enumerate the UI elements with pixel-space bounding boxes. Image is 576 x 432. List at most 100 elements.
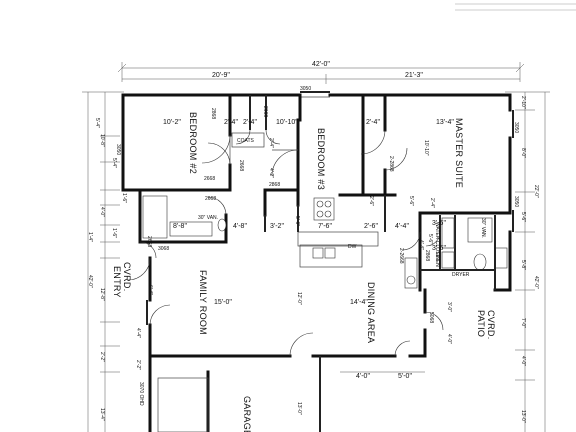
dim-l2: 10'-8" xyxy=(99,134,105,147)
room-master-suite: MASTER SUITE xyxy=(454,118,464,188)
label-vanity: 30" VAN. xyxy=(198,215,218,221)
tag-d2-c: 2668 xyxy=(262,106,268,117)
dim-bot-a: 4'-0" xyxy=(356,373,370,380)
dim-d-b: 4'-0" xyxy=(446,334,452,344)
tag-d3: 2-2868 xyxy=(388,156,394,172)
tag-win-top-mid: 3050 xyxy=(300,86,311,92)
label-dryer: DRYER xyxy=(452,272,470,278)
tag-garage-door: 3070 OHD xyxy=(138,382,144,406)
label-water-closet: WATER CLOSET xyxy=(434,222,440,261)
dim-fam-d: 12'-0" xyxy=(296,292,302,305)
dim-o-c: 2'-6" xyxy=(368,196,374,206)
dim-c-b: 4'-2" xyxy=(268,168,274,178)
tag-door-a: 2868 xyxy=(210,108,216,119)
dim-l13: 13'-4" xyxy=(99,408,105,421)
right-dimensions: 2'-10" 8'-0" 22'-0" 5'-6" 5'-8" 42'-0" 7… xyxy=(505,91,550,432)
dim-l7: 1'-6" xyxy=(111,228,117,238)
dim-l4: 1'-6" xyxy=(121,193,127,203)
tag-d2-b: 2668 xyxy=(205,196,216,202)
tag-door-c: 2868 xyxy=(424,250,430,261)
label-coats: COATS xyxy=(237,138,255,144)
dim-l9: 12'-8" xyxy=(99,288,105,301)
dim-c-a: 2'-4" xyxy=(268,138,274,148)
interior-walls xyxy=(121,93,512,292)
dim-overall-right: 42'-0" xyxy=(533,276,539,289)
dim-r1: 2'-10" xyxy=(520,96,526,109)
dim-o-a: 5'-6" xyxy=(408,196,414,206)
dim-r5: 5'-8" xyxy=(520,260,526,270)
dim-l6: 1'-4" xyxy=(87,232,93,242)
room-cvrd-entry-2: ENTRY xyxy=(112,266,122,298)
dim-master-d: 10'-10" xyxy=(423,140,429,156)
tag-door-b: 2868 xyxy=(269,182,280,188)
dim-right-half: 21'-3" xyxy=(405,72,423,79)
label-vanity-master: 30" VAN. xyxy=(480,218,486,238)
left-dimensions: 5'-4" 10'-8" 5'-4" 1'-6" 4'-0" 1'-4" 1'-… xyxy=(82,91,153,432)
room-labels: BEDROOM #2 BEDROOM #3 MASTER SUITE FAMIL… xyxy=(112,112,496,432)
dim-master-w: 13'-4" xyxy=(436,119,454,126)
dim-overall-left: 42'-0" xyxy=(87,275,93,288)
dim-c-f: 5'-6" xyxy=(427,234,433,244)
dim-master-a: 2'-4" xyxy=(366,119,380,126)
door-swings xyxy=(127,129,444,357)
dim-l3: 5'-4" xyxy=(111,158,117,168)
dim-r7: 4'-0" xyxy=(520,356,526,366)
top-dimensions: 42'-0" 20'-9" 21'-3" xyxy=(117,3,576,84)
room-family-room: FAMILY ROOM xyxy=(198,270,208,335)
dim-l5: 4'-0" xyxy=(99,207,105,217)
dim-o-b: 4'-4" xyxy=(418,240,424,250)
label-linen: LINEN xyxy=(434,252,440,267)
tag-win-left: 3050 xyxy=(115,144,121,155)
tag-d2-d: 2668 xyxy=(238,160,244,171)
dim-hall-b: 2'-4" xyxy=(243,119,257,126)
dim-l10: 4'-4" xyxy=(135,328,141,338)
tag-d2-a: 2668 xyxy=(204,176,215,182)
interior-dimensions: 10'-2" 2'-4" 2'-4" 10'-10" 2'-4" 13'-4" … xyxy=(163,119,454,415)
dim-gar-d: 13'-0" xyxy=(296,402,302,415)
tag-win-right-b: 3050 xyxy=(513,196,519,207)
dim-bot-b: 5'-0" xyxy=(398,373,412,380)
dim-bed2-w: 10'-2" xyxy=(163,119,181,126)
tag-d6: 5068 xyxy=(428,312,434,323)
tag-d4: 2-2668 xyxy=(398,248,404,264)
dim-r4: 5'-6" xyxy=(520,212,526,222)
dim-d-a: 3'-0" xyxy=(446,302,452,312)
dim-bath-h: 5'-6" xyxy=(294,216,300,226)
dim-c-d: 3'-6" xyxy=(432,220,446,227)
room-cvrd-patio-2: PATIO xyxy=(476,310,486,337)
room-bedroom-2: BEDROOM #2 xyxy=(188,112,198,174)
dim-k-e: 4'-4" xyxy=(395,223,409,230)
dim-k-d: 2'-6" xyxy=(364,223,378,230)
dim-r8: 13'-0" xyxy=(520,410,526,423)
dim-overall-top: 42'-0" xyxy=(312,61,330,68)
room-dining-area: DINING AREA xyxy=(366,282,376,343)
dim-l12: 2'-2" xyxy=(135,360,141,370)
opening-tags: 3050 3050 3050 3050 2868 2868 2868 2668 … xyxy=(115,86,519,406)
dim-c-e: 3'-6" xyxy=(432,245,446,252)
dim-r2: 8'-0" xyxy=(520,148,526,158)
dim-bed3-w: 10'-10" xyxy=(276,119,298,126)
tag-d5: 3068 xyxy=(158,246,169,252)
dim-r3: 22'-0" xyxy=(533,185,539,198)
dim-left-half: 20'-9" xyxy=(212,72,230,79)
room-cvrd-patio-1: CVRD. xyxy=(486,310,496,340)
dim-bath-w: 8'-8" xyxy=(173,223,187,230)
dim-l1: 5'-4" xyxy=(94,118,100,128)
dim-din-w: 14'-4" xyxy=(350,299,368,306)
dim-hall-a: 2'-4" xyxy=(224,119,238,126)
dim-k-c: 7'-6" xyxy=(318,223,332,230)
dim-fam-w: 15'-0" xyxy=(214,299,232,306)
room-garage: GARAGE xyxy=(242,396,252,432)
dim-c-c: 2'-4" xyxy=(429,198,435,208)
label-dw: DW xyxy=(348,244,357,250)
fixture-labels: COATS DW 30" VAN. 30" VAN. WATER CLOSET … xyxy=(198,138,486,278)
tag-d2-e: 2668 xyxy=(146,236,152,247)
dim-r6: 7'-0" xyxy=(520,318,526,328)
room-bedroom-3: BEDROOM #3 xyxy=(316,128,326,190)
tag-win-right-a: 3050 xyxy=(513,122,519,133)
dim-k-b: 3'-2" xyxy=(270,223,284,230)
dim-l11: 2'-2" xyxy=(99,352,105,362)
exterior-walls xyxy=(121,91,514,432)
room-cvrd-entry-1: CVRD. xyxy=(122,262,132,292)
